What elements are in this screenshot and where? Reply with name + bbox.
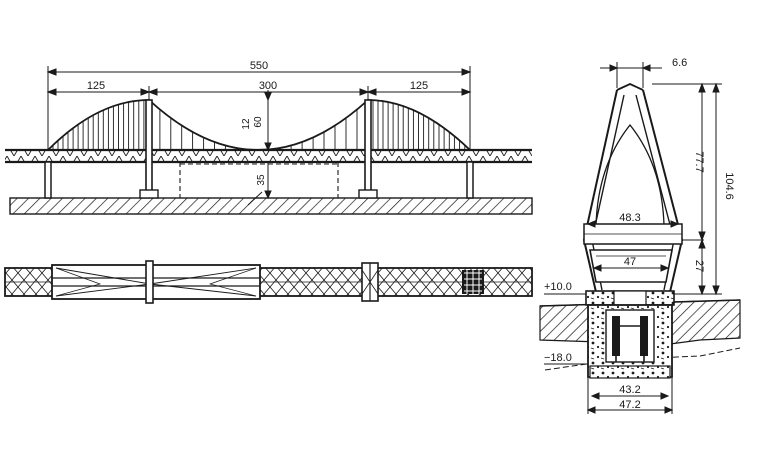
dim-main-span: 300 bbox=[259, 80, 277, 92]
plan-tower-right bbox=[361, 262, 379, 302]
cable-hangers bbox=[52, 100, 466, 150]
dim-total-length: 550 bbox=[250, 60, 268, 72]
dim-lower-beam-width: 47 bbox=[624, 256, 636, 268]
pier-caisson bbox=[585, 290, 675, 379]
dim-footing-inner: 43.2 bbox=[619, 384, 640, 396]
dim-footing-outer: 47.2 bbox=[619, 399, 640, 411]
plan-view bbox=[4, 260, 533, 304]
upper-cross-beam bbox=[583, 223, 683, 245]
pier-left bbox=[44, 161, 52, 199]
plan-anchorage-block bbox=[462, 270, 484, 294]
plan-main-span-panel bbox=[51, 260, 261, 304]
deck-truss bbox=[5, 148, 532, 164]
section-dimensions bbox=[586, 62, 722, 414]
pier-right bbox=[466, 161, 474, 199]
dim-upper-beam-width: 48.3 bbox=[619, 212, 640, 224]
span-dimensions bbox=[46, 66, 472, 206]
level-foundation: −18.0 bbox=[544, 352, 572, 364]
tower-cross-section: 6.6 77.7 104.6 27 48.3 47 +10.0 −18.0 43… bbox=[539, 57, 741, 414]
dim-top-width: 6.6 bbox=[672, 57, 687, 69]
dim-total-height: 104.6 bbox=[723, 172, 735, 200]
dim-sag-top: 12 bbox=[241, 118, 252, 130]
elevation-view: 550 300 125 125 12 60 35 bbox=[5, 60, 533, 215]
dim-upper-height: 77.7 bbox=[693, 151, 705, 172]
level-deck: +10.0 bbox=[544, 281, 572, 293]
dim-side-span-right: 125 bbox=[410, 80, 428, 92]
ground-strip bbox=[9, 197, 533, 215]
dim-clearance: 35 bbox=[256, 174, 267, 186]
navigation-clearance bbox=[179, 162, 339, 198]
lower-deck-box bbox=[589, 249, 673, 283]
dim-side-span-left: 125 bbox=[87, 80, 105, 92]
dim-lower-height: 27 bbox=[693, 260, 705, 272]
dim-sag: 60 bbox=[253, 116, 264, 128]
level-markers bbox=[544, 293, 588, 365]
